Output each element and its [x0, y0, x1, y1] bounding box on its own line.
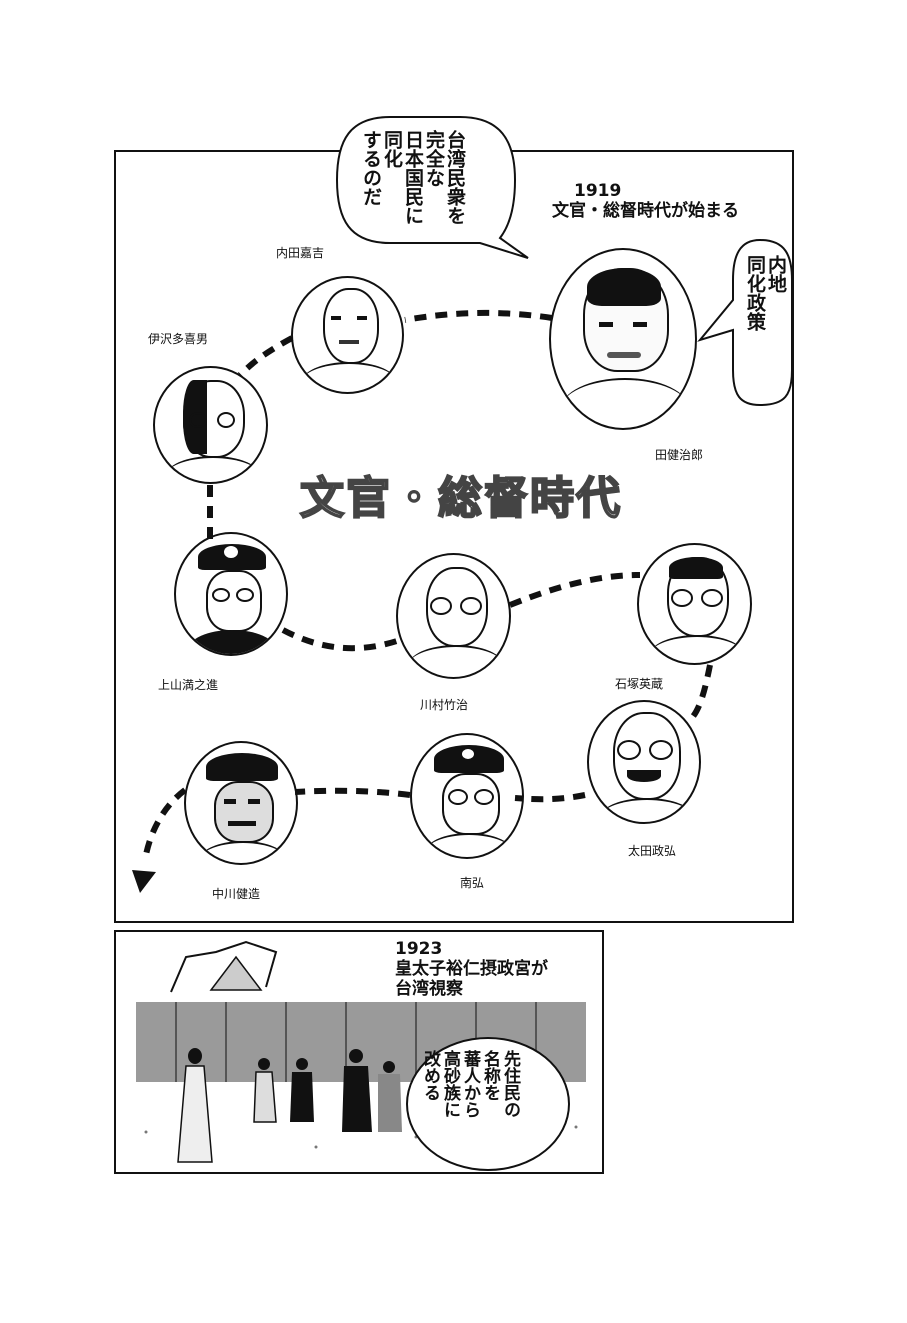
caption-1923-line2: 台湾視察	[395, 979, 463, 999]
speech-bubble-top: 台湾民衆を 完全な 日本国民に 同化 するのだ	[360, 130, 466, 225]
portrait-ishizuka-eizo	[637, 543, 752, 665]
caption-1923-line1: 皇太子裕仁摂政宮が	[395, 959, 548, 979]
caption-1919-text: 文官・総督時代が始まる	[552, 201, 739, 221]
name-nakagawa-kenzo: 中川健造	[212, 887, 261, 901]
name-den-kenjiro: 田健治郎	[655, 448, 704, 462]
name-kawamura-takeji: 川村竹治	[420, 698, 469, 712]
speech-bubble-bottom-shape	[406, 1037, 570, 1171]
portrait-uchida-kakichi	[291, 276, 404, 394]
portrait-minami-hiroshi	[410, 733, 524, 859]
portrait-ota-masahiro	[587, 700, 701, 824]
name-ota-masahiro: 太田政弘	[628, 844, 677, 858]
panel-crown-prince-visit	[114, 930, 604, 1174]
caption-year-1923: 1923	[395, 939, 443, 959]
portrait-izawa-takio	[153, 366, 268, 484]
caption-year-1919: 1919	[574, 181, 622, 201]
name-minami-hiroshi: 南弘	[460, 876, 485, 890]
center-title: 文官・総督時代	[299, 472, 622, 525]
portrait-nakagawa-kenzo	[184, 741, 298, 865]
portrait-den-kenjiro	[549, 248, 697, 430]
portrait-kamiyama-mannoshin	[174, 532, 288, 656]
name-izawa-takio: 伊沢多喜男	[148, 332, 209, 346]
name-ishizuka-eizo: 石塚英蔵	[615, 677, 664, 691]
speech-bubble-right: 内地 同化政策	[744, 255, 787, 331]
name-uchida-kakichi: 内田嘉吉	[276, 246, 325, 260]
portrait-kawamura-takeji	[396, 553, 511, 679]
speech-bubble-bottom: 先住民の 名称を 蕃人から 高砂族に 改める	[420, 1050, 520, 1118]
name-kamiyama-mannoshin: 上山満之進	[158, 678, 219, 692]
